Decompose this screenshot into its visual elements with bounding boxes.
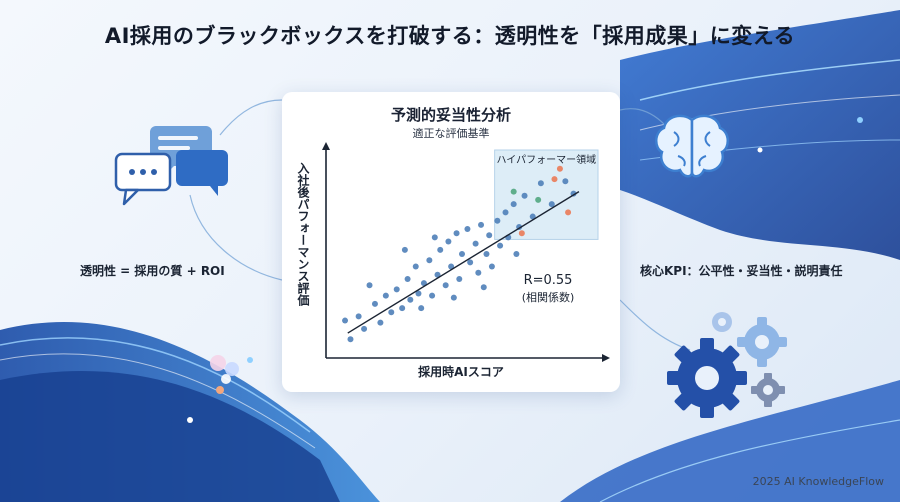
transparency-label: 透明性 = 採用の質 + ROI bbox=[80, 264, 225, 278]
highlight-point bbox=[518, 230, 525, 237]
highlight-point bbox=[556, 165, 563, 172]
scatter-point bbox=[429, 292, 436, 299]
scatter-point bbox=[475, 269, 482, 276]
scatter-point bbox=[420, 280, 427, 287]
scatter-point bbox=[347, 336, 354, 343]
scatter-point bbox=[412, 263, 419, 270]
scatter-point bbox=[486, 232, 493, 239]
scatter-point bbox=[355, 313, 362, 320]
correlation-caption: (相関係数) bbox=[521, 291, 575, 304]
scatter-point bbox=[426, 257, 433, 264]
highlight-point bbox=[565, 209, 572, 216]
x-axis-arrow bbox=[602, 354, 610, 362]
high-performer-region-label: ハイパフォーマー領域 bbox=[497, 153, 597, 166]
scatter-point bbox=[418, 305, 425, 312]
highlight-point bbox=[551, 176, 558, 183]
gears-icon bbox=[667, 312, 787, 418]
scatter-point bbox=[480, 284, 487, 291]
scatter-point bbox=[472, 240, 479, 247]
scatter-point bbox=[529, 213, 536, 220]
scatter-point bbox=[448, 263, 455, 270]
scatter-point bbox=[407, 296, 414, 303]
scatter-point bbox=[388, 309, 395, 316]
footer-credit: 2025 AI KnowledgeFlow bbox=[752, 475, 884, 488]
scatter-point bbox=[453, 230, 460, 237]
scatter-point bbox=[393, 286, 400, 293]
data-flow-icon bbox=[210, 355, 239, 384]
scatter-point bbox=[431, 234, 438, 241]
scatter-point bbox=[521, 192, 528, 199]
highlight-point bbox=[510, 188, 517, 195]
x-axis-label: 採用時AIスコア bbox=[418, 365, 504, 379]
scatter-point bbox=[361, 325, 368, 332]
scatter-point bbox=[404, 275, 411, 282]
scatter-point bbox=[377, 319, 384, 326]
scatter-point bbox=[494, 217, 501, 224]
scatter-point bbox=[442, 282, 449, 289]
scatter-point bbox=[548, 201, 555, 208]
scatter-point bbox=[513, 251, 520, 257]
chart-card: ハイパフォーマー領域 予測的妥当性分析 適正な評価基準 入社後パフォーマンス評価… bbox=[282, 92, 620, 392]
trend-line bbox=[347, 191, 580, 334]
scatter-point bbox=[502, 209, 509, 216]
scatter-point bbox=[488, 263, 495, 270]
scatter-point bbox=[478, 221, 485, 228]
scatter-point bbox=[497, 242, 504, 249]
highlight-point bbox=[535, 196, 542, 203]
scatter-point bbox=[415, 290, 422, 297]
chart-title: 予測的妥当性分析 bbox=[390, 106, 511, 124]
scatter-point bbox=[483, 251, 490, 257]
correlation-value: R=0.55 bbox=[523, 273, 573, 288]
scatter-point bbox=[399, 305, 406, 312]
scatter-point bbox=[445, 238, 452, 245]
scatter-point bbox=[434, 271, 441, 278]
chart-subtitle: 適正な評価基準 bbox=[412, 127, 490, 140]
scatter-point bbox=[510, 201, 517, 208]
scatter-point bbox=[450, 294, 457, 301]
scatter-plot: ハイパフォーマー領域 bbox=[322, 142, 610, 362]
scatter-point bbox=[464, 226, 471, 233]
y-axis-label: 入社後パフォーマンス評価 bbox=[296, 162, 310, 306]
high-performer-region bbox=[494, 149, 599, 240]
scatter-point bbox=[371, 300, 378, 307]
chat-bubble-icon bbox=[114, 126, 228, 206]
brain-icon bbox=[655, 114, 729, 178]
page-title: AI採用のブラックボックスを打破する：透明性を「採用成果」に変える bbox=[104, 24, 796, 48]
correlation-annotation: R=0.55 (相関係数) bbox=[508, 272, 588, 306]
scatter-point bbox=[437, 246, 444, 253]
scatter-point bbox=[537, 180, 544, 187]
scatter-point bbox=[467, 259, 474, 266]
kpi-label: 核心KPI：公平性・妥当性・説明責任 bbox=[640, 264, 843, 278]
scatter-point bbox=[459, 251, 465, 257]
scatter-point bbox=[382, 292, 389, 299]
y-axis-arrow bbox=[322, 142, 330, 150]
scatter-point bbox=[342, 317, 349, 324]
scatter-point bbox=[456, 275, 463, 282]
scatter-point bbox=[401, 246, 408, 253]
scatter-point bbox=[562, 178, 569, 185]
scatter-point bbox=[366, 282, 373, 289]
